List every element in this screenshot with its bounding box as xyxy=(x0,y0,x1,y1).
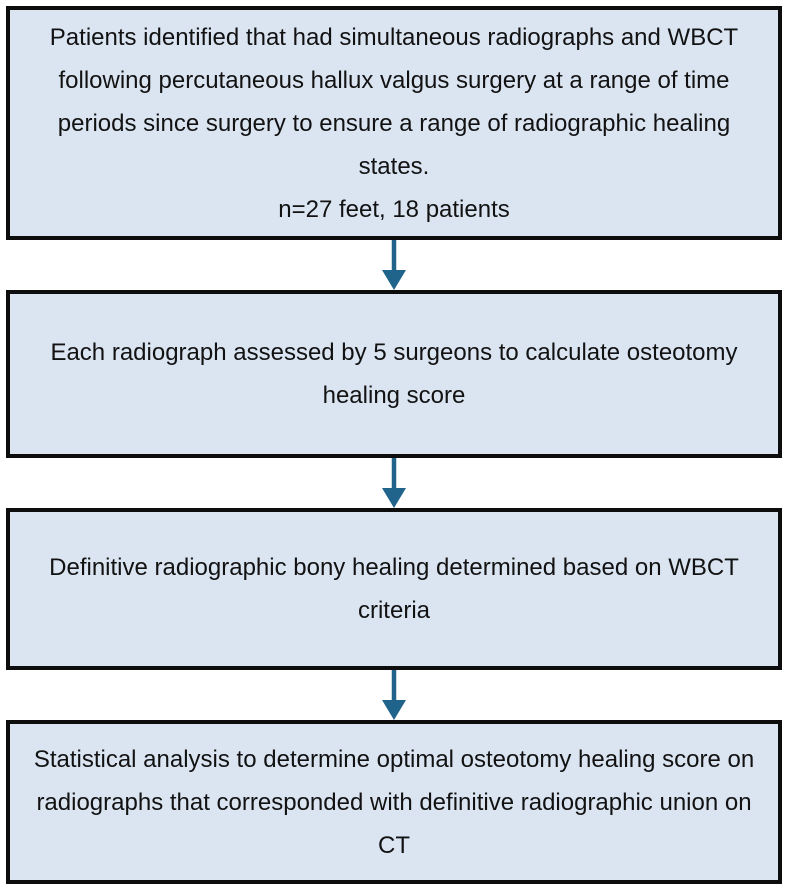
flow-step-patient-identification: Patients identified that had simultaneou… xyxy=(6,6,782,240)
flow-arrow-1 xyxy=(381,240,407,290)
flow-step-statistical-analysis: Statistical analysis to determine optima… xyxy=(6,720,782,884)
flow-arrow-3 xyxy=(381,670,407,720)
flow-arrow-2 xyxy=(381,458,407,508)
flow-step-subtext: n=27 feet, 18 patients xyxy=(278,195,510,223)
down-arrow-icon xyxy=(382,240,406,290)
down-arrow-icon xyxy=(382,458,406,508)
flow-step-text: Patients identified that had simultaneou… xyxy=(49,23,739,180)
down-arrow-icon xyxy=(382,670,406,720)
flow-step-text: Each radiograph assessed by 5 surgeons t… xyxy=(50,339,738,409)
flow-step-wbct-healing-determination: Definitive radiographic bony healing det… xyxy=(6,508,782,670)
flow-step-text: Definitive radiographic bony healing det… xyxy=(49,554,739,624)
flow-step-radiograph-assessment: Each radiograph assessed by 5 surgeons t… xyxy=(6,290,782,458)
flow-step-text: Statistical analysis to determine optima… xyxy=(33,745,755,859)
